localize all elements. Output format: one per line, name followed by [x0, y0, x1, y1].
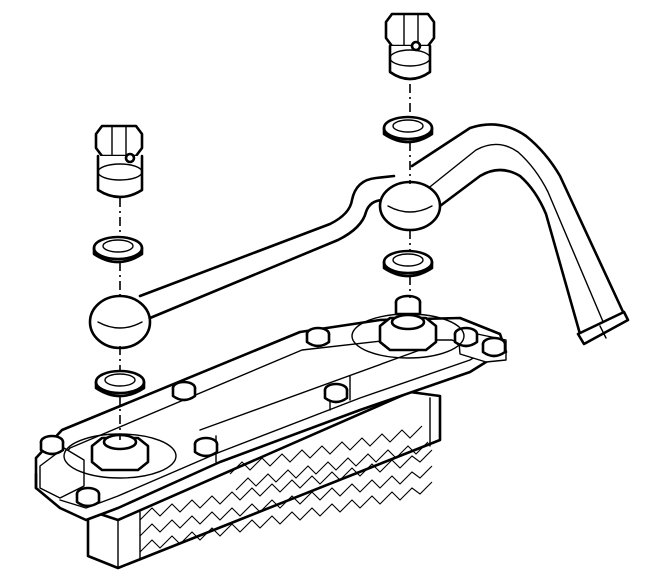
bolt-icon [39, 434, 65, 456]
flange-bolts [39, 326, 507, 508]
sealing-washer-icon [92, 235, 144, 264]
cooler-fins [139, 425, 433, 553]
banjo-fitting-right [378, 180, 442, 232]
banjo-bolt-left [94, 124, 144, 199]
cooler-port-right [351, 294, 465, 359]
sealing-washer-icon [382, 249, 434, 278]
bolt-icon [75, 486, 101, 508]
banjo-bolt-right [384, 12, 436, 81]
bolt-icon [323, 382, 349, 404]
oil-line-pipe [138, 123, 630, 346]
cooler-port-left [63, 433, 177, 479]
bolt-icon [171, 380, 197, 402]
bolt-icon [193, 436, 219, 458]
bolt-icon [453, 326, 479, 348]
bolt-icon [305, 326, 331, 348]
banjo-fitting-left [88, 294, 152, 350]
sealing-washer-icon [94, 369, 146, 398]
bolt-icon [481, 336, 507, 358]
sealing-washer-icon [382, 115, 434, 144]
